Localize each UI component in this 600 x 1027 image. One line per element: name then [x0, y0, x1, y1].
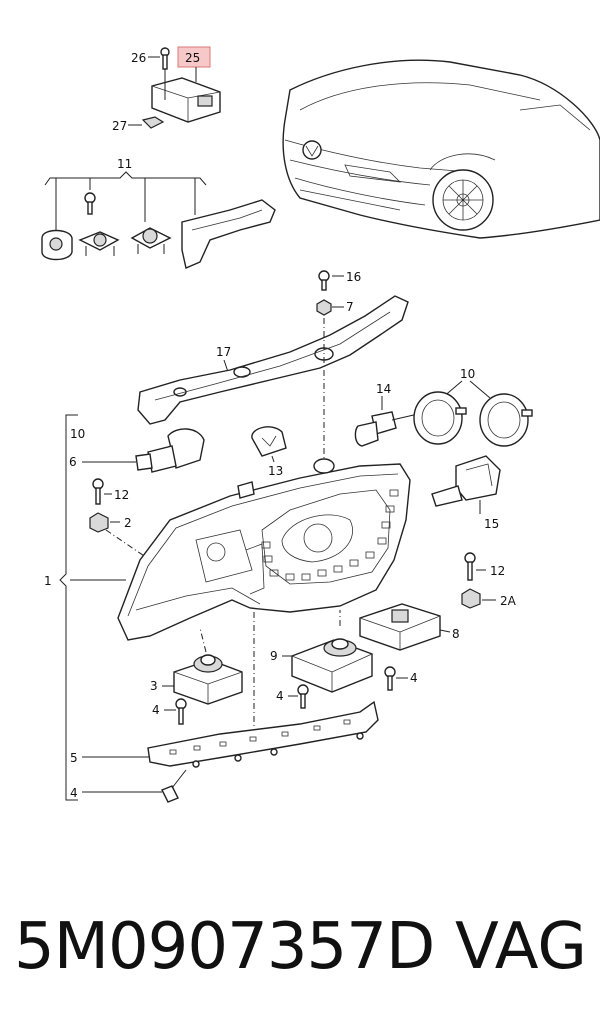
callout-1: 1	[44, 574, 52, 588]
led-strip	[261, 489, 399, 581]
ballast-unit-8: 8	[359, 603, 460, 651]
bracket-17: 16 7 17	[137, 270, 409, 460]
callout-2: 2	[124, 516, 132, 530]
callout-4c: 4	[410, 671, 418, 685]
trim-strip-5: 5	[70, 612, 379, 768]
parts-diagram: 25 26 27 11	[41, 46, 600, 803]
callout-10b: 10	[460, 367, 475, 381]
cover-caps-10: 10	[413, 367, 533, 447]
callout-16: 16	[346, 270, 361, 284]
callout-12a: 12	[114, 488, 129, 502]
callout-14: 14	[376, 382, 391, 396]
mounting-kit-11: 11	[41, 157, 276, 269]
bulb-14: 14	[354, 382, 419, 447]
bulb-13: 13	[251, 426, 287, 478]
callout-4b: 4	[276, 689, 284, 703]
callout-12b: 12	[490, 564, 505, 578]
callout-13: 13	[268, 464, 283, 478]
screw-4-b: 4	[276, 684, 309, 709]
callout-3: 3	[150, 679, 158, 693]
screw-12-right: 12 2A	[461, 552, 517, 609]
callout-4a: 4	[152, 703, 160, 717]
callout-27: 27	[112, 119, 127, 133]
screw-4-c: 4	[384, 666, 418, 691]
bulb-holder-6: 6	[69, 428, 205, 473]
screw-12-left: 12 2	[89, 478, 151, 561]
assembly-bracket-1: 10 1	[44, 414, 126, 801]
callout-9: 9	[270, 649, 278, 663]
callout-17: 17	[216, 345, 231, 359]
callout-10a: 10	[70, 427, 85, 441]
callout-8: 8	[452, 627, 460, 641]
callout-7: 7	[346, 300, 354, 314]
callout-11: 11	[117, 157, 132, 171]
callout-6: 6	[69, 455, 77, 469]
callout-25: 25	[185, 51, 200, 65]
callout-15: 15	[484, 517, 499, 531]
screw-4-a: 4	[152, 698, 187, 725]
headlight-assembly	[117, 458, 411, 641]
gas-discharge-bulb-15: 15	[431, 455, 501, 531]
car-front-illustration	[282, 59, 600, 239]
ballast-unit-9: 9	[270, 610, 373, 693]
callout-5: 5	[70, 751, 78, 765]
nut-27: 27	[112, 116, 165, 133]
screw-26: 26	[131, 47, 170, 70]
callout-2a: 2A	[500, 594, 517, 608]
callout-26: 26	[131, 51, 146, 65]
callout-4d: 4	[70, 786, 78, 800]
part-number: 5M0907357D	[14, 910, 435, 984]
screw-4-d: 4	[70, 769, 187, 803]
ballast-unit-3: 3	[150, 627, 243, 705]
highlight-box	[177, 46, 211, 68]
brand-label: VAG	[455, 910, 587, 984]
control-module-25[interactable]: 25	[151, 46, 221, 123]
